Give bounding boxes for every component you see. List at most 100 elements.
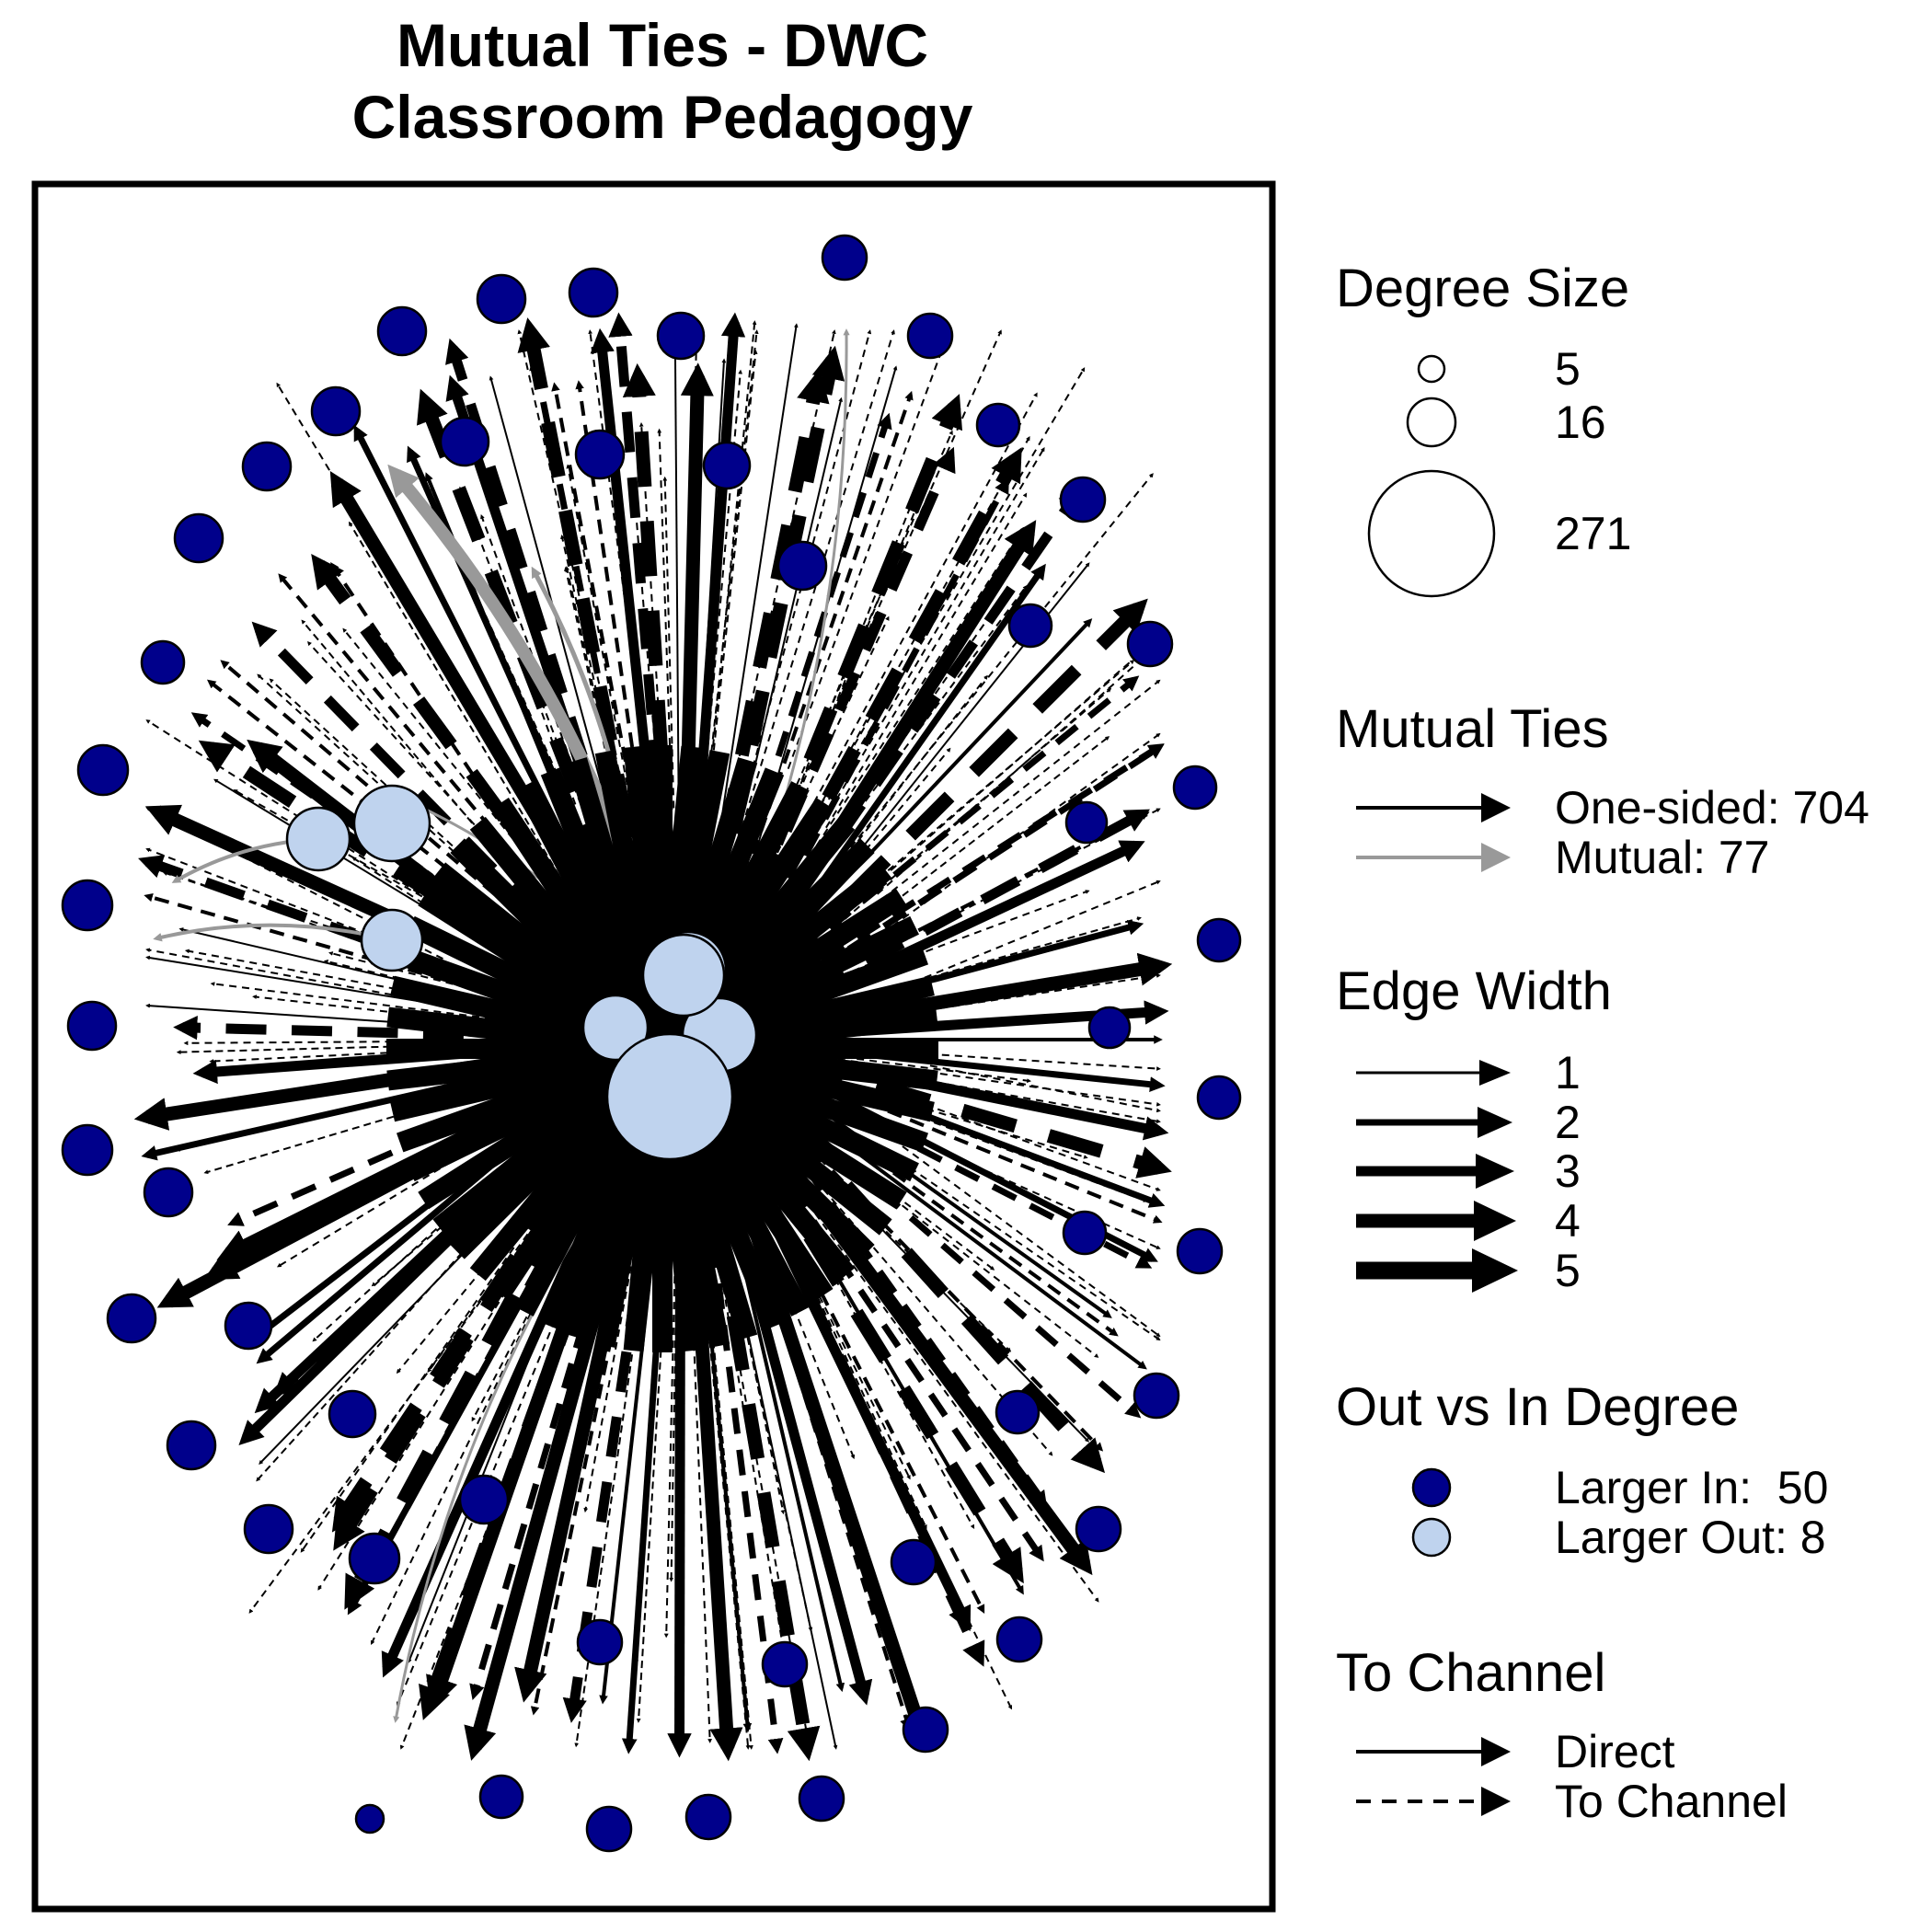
node-larger-in [143,1167,194,1218]
edge-to-channel [682,329,699,927]
edge-to-channel [145,863,487,988]
legend-degree-size-5-label: 5 [1555,343,1581,395]
nodes-layer [61,234,1242,1853]
edge-to-channel [860,679,1161,916]
node-larger-in [890,1538,937,1586]
node-larger-in [684,1793,732,1841]
legend-larger-in-label: Larger In: 50 [1555,1462,1828,1513]
node-larger-in [761,1640,809,1688]
edge-to-channel [377,1236,558,1564]
legend-edge-width-3-head [1476,1154,1514,1189]
node-larger-in [328,1389,377,1439]
edge-to-channel [657,428,673,811]
edge-to-channel [802,446,1045,857]
edge-to-channel [817,473,1154,889]
edge-to-channel [702,329,759,830]
title-line-1: Mutual Ties - DWC [396,11,929,79]
legend-larger-out-label: Larger Out: 8 [1555,1512,1826,1563]
edge-one-sided [788,1053,1172,1179]
node-larger-out [641,933,726,1018]
legend-edge-width-2-head [1478,1107,1512,1138]
node-larger-in [1059,476,1107,523]
edge-one-sided [709,323,799,892]
legend-edge-width-1-head [1479,1060,1511,1086]
edge-one-sided [801,952,1173,1032]
node-larger-out [605,1032,734,1161]
node-larger-in [354,1803,385,1834]
edge-to-channel [370,1289,544,1646]
legend-edge-width-3-label: 3 [1555,1145,1581,1197]
node-larger-in [776,540,828,592]
legend-mutual-ties-heading: Mutual Ties [1336,699,1609,759]
edge-to-channel [877,808,1161,956]
edge-to-channel [300,1247,515,1553]
edge-to-channel [312,1202,466,1342]
legend-degree-size-16-label: 16 [1555,397,1606,448]
legend-direct-label: Direct [1555,1726,1675,1777]
edge-one-sided [349,521,604,949]
node-larger-in [1064,800,1109,845]
legend-degree-size-heading: Degree Size [1336,259,1629,318]
node-larger-in [576,1618,624,1666]
title-line-2: Classroom Pedagogy [351,83,973,151]
edge-to-channel [912,880,1161,983]
legend-larger-in-marker [1411,1467,1452,1508]
legend-out-in-heading: Out vs In Degree [1336,1377,1739,1437]
edge-to-channel [248,1124,613,1614]
node-larger-in [1176,1227,1224,1275]
node-larger-in [1075,1505,1122,1553]
edge-to-channel [342,627,619,971]
edge-to-channel [863,973,1161,1021]
node-larger-in [1062,1210,1108,1256]
edge-to-channel [742,367,1086,945]
edge-one-sided [636,1171,673,1723]
edge-to-channel [754,615,890,901]
edge-to-channel [753,329,1002,891]
edge-to-channel [517,329,627,798]
edge-to-channel [663,1263,676,1639]
node-larger-in [1172,765,1218,811]
edge-one-sided [278,573,615,976]
edge-one-sided [198,740,597,1005]
node-larger-out [352,784,431,863]
node-larger-in [243,1503,294,1555]
node-larger-in [241,441,293,492]
node-larger-in [906,312,954,360]
node-larger-out [581,994,650,1062]
node-larger-in [376,305,428,357]
node-larger-in [166,1420,217,1471]
node-larger-in [478,1774,524,1820]
node-larger-in [821,234,868,282]
edge-one-sided [575,380,659,914]
edge-one-sided [762,477,1009,931]
node-larger-in [76,743,130,797]
node-larger-in [902,1706,949,1754]
legend-edge-width-1-label: 1 [1555,1047,1581,1098]
node-larger-in [1126,620,1174,668]
edge-one-sided [743,1142,985,1615]
edge-to-channel [857,1057,1032,1084]
edge-one-sided [190,712,592,989]
edge-to-channel [458,486,596,842]
legend-edge-width-5-head [1472,1248,1518,1293]
edge-to-channel [773,526,1025,912]
edge-to-channel [560,535,628,832]
edge-to-channel [583,1266,632,1513]
edge-to-channel [790,975,1111,1026]
node-larger-in [1133,1372,1180,1420]
node-larger-in [61,879,114,932]
legend-degree-size-271-marker [1367,469,1496,598]
node-larger-in [574,429,626,480]
node-larger-out [360,908,424,972]
legend-to-channel-heading: To Channel [1336,1643,1605,1703]
node-larger-in [173,512,224,564]
edge-to-channel [323,960,526,1009]
edge-one-sided [756,1156,1024,1584]
node-larger-in [975,402,1021,448]
edge-to-channel [913,1099,1161,1191]
edge-to-channel [687,1214,712,1743]
edge-to-channel [929,1064,1161,1113]
legend-one-sided-label: One-sided: 704 [1555,782,1869,834]
edge-to-channel [833,674,988,872]
